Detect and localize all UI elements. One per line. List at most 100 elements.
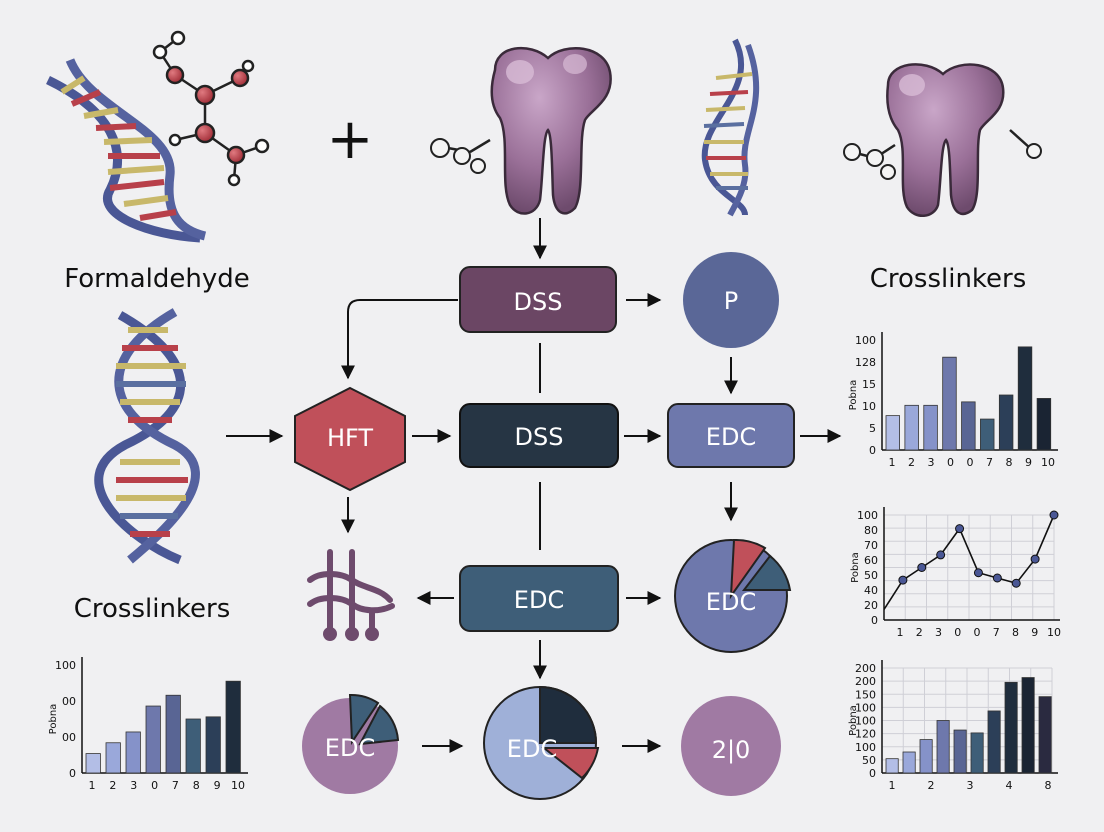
chart-y-tick-label: 200	[855, 675, 876, 688]
node-hft-label: HFT	[327, 424, 373, 452]
chart-bar	[942, 356, 957, 451]
chart-x-tick-label: 0	[974, 626, 981, 639]
protein-top-right-icon	[843, 63, 1042, 217]
chart-bar	[923, 404, 938, 451]
chart-y-tick-label: 0	[69, 767, 76, 780]
chart-point	[898, 575, 908, 585]
chart-bar	[998, 394, 1014, 451]
chart-x-tick-label: 0	[151, 779, 158, 792]
chart-x-tick-label: 10	[1047, 626, 1061, 639]
chart-y-axis-label: Pobna	[850, 552, 861, 583]
chart-x-tick-label: 0	[967, 456, 974, 469]
chart-x-tick-label: 1	[889, 456, 896, 469]
chart-bar	[1038, 696, 1052, 774]
chart-bar	[987, 710, 1001, 774]
chart-y-tick-label: 15	[862, 378, 876, 391]
chart-x-tick-label: 9	[1031, 626, 1038, 639]
chart-bar	[1004, 681, 1018, 774]
chart-bar	[980, 418, 995, 451]
chart-x-tick-label: 10	[231, 779, 245, 792]
node-edc-middle: EDC	[667, 403, 795, 468]
node-dss-top-label: DSS	[514, 288, 563, 316]
node-edc-middle-label: EDC	[706, 423, 756, 451]
chart-bar	[185, 718, 201, 774]
chart-y-tick-label: 150	[855, 688, 876, 701]
chart-bar	[1017, 346, 1033, 451]
chart-bar	[885, 415, 901, 451]
chart-x-tick-label: 3	[928, 456, 935, 469]
chart-y-tick-label: 128	[855, 356, 876, 369]
chart-x-tick-label: 3	[130, 779, 137, 792]
chart-y-tick-label: 120	[855, 728, 876, 741]
chart-x-tick-label: 9	[1025, 456, 1032, 469]
chart-y-tick-label: 0	[869, 444, 876, 457]
node-p-label: P	[724, 287, 738, 315]
node-edc-pie-center-label: EDC	[507, 735, 557, 763]
node-edc-pie-right: EDC	[674, 538, 792, 653]
plus-sign: +	[327, 107, 374, 172]
chart-y-axis-label: Pobna	[848, 705, 859, 736]
dna-helix-middle-left-icon	[94, 308, 200, 565]
chart-bar	[145, 705, 161, 774]
dna-helix-top-left-icon	[46, 58, 207, 243]
node-hft-hexagon: HFT	[294, 386, 406, 492]
chart-x-tick-label: 3	[967, 779, 974, 792]
chart-y-axis-label: Pobna	[848, 380, 859, 411]
chart-y-tick-label: 100	[857, 509, 878, 522]
chart-bar	[936, 720, 950, 774]
chart-y-tick-label: 100	[855, 741, 876, 754]
chart-y-tick-label: 50	[862, 754, 876, 767]
chart-x-tick-label: 0	[947, 456, 954, 469]
chart-x-tick-label: 7	[172, 779, 179, 792]
chart-point	[1030, 554, 1040, 564]
node-dss-middle: DSS	[459, 403, 619, 468]
node-edc-pie-right-label: EDC	[706, 588, 756, 616]
chart-point	[973, 568, 983, 578]
node-edc-circle-left-label: EDC	[325, 734, 375, 762]
chart-bar	[205, 716, 221, 774]
node-edc-lower: EDC	[459, 565, 619, 632]
node-edc-circle-left: EDC	[302, 693, 400, 794]
chart-y-tick-label: 5	[869, 422, 876, 435]
chart-y-tick-label: 80	[864, 524, 878, 537]
chart-x-tick-label: 1	[89, 779, 96, 792]
chart-y-tick-label: 70	[864, 539, 878, 552]
crosslink-molecule-icon	[307, 549, 395, 641]
chart-bar	[225, 680, 241, 774]
node-dss-middle-label: DSS	[515, 423, 564, 451]
formaldehyde-molecule-icon	[152, 30, 270, 187]
node-edc-pie-center: EDC	[483, 685, 600, 800]
chart-bar	[125, 731, 141, 774]
chart-y-tick-label: 200	[855, 662, 876, 675]
chart-y-tick-label: 00	[62, 695, 76, 708]
chart-y-tick-label: 60	[864, 554, 878, 567]
chart-bar	[904, 404, 919, 451]
chart-x-tick-label: 2	[109, 779, 116, 792]
label-crosslinkers-left: Crosslinkers	[74, 594, 231, 624]
chart-x-tick-label: 7	[993, 626, 1000, 639]
chart-point	[1049, 510, 1059, 520]
chart-point	[1011, 578, 1021, 588]
label-crosslinkers-top: Crosslinkers	[870, 264, 1027, 294]
chart-bar	[1021, 677, 1035, 774]
connectors	[226, 218, 842, 753]
chart-x-tick-label: 1	[889, 779, 896, 792]
chart-x-tick-label: 8	[1045, 779, 1052, 792]
chart-bar	[165, 694, 181, 774]
chart-bar	[961, 401, 976, 451]
chart-bar	[1036, 398, 1052, 451]
chart-point	[936, 550, 946, 560]
chart-x-tick-label: 4	[1006, 779, 1013, 792]
chart-x-tick-label: 2	[908, 456, 915, 469]
chart-point	[917, 563, 927, 572]
node-circle-210: 2|0	[681, 696, 781, 796]
chart-x-tick-label: 1	[897, 626, 904, 639]
chart-bar	[919, 739, 933, 774]
chart-y-tick-label: 00	[62, 731, 76, 744]
chart-x-tick-label: 7	[986, 456, 993, 469]
chart-y-tick-label: 100	[55, 659, 76, 672]
